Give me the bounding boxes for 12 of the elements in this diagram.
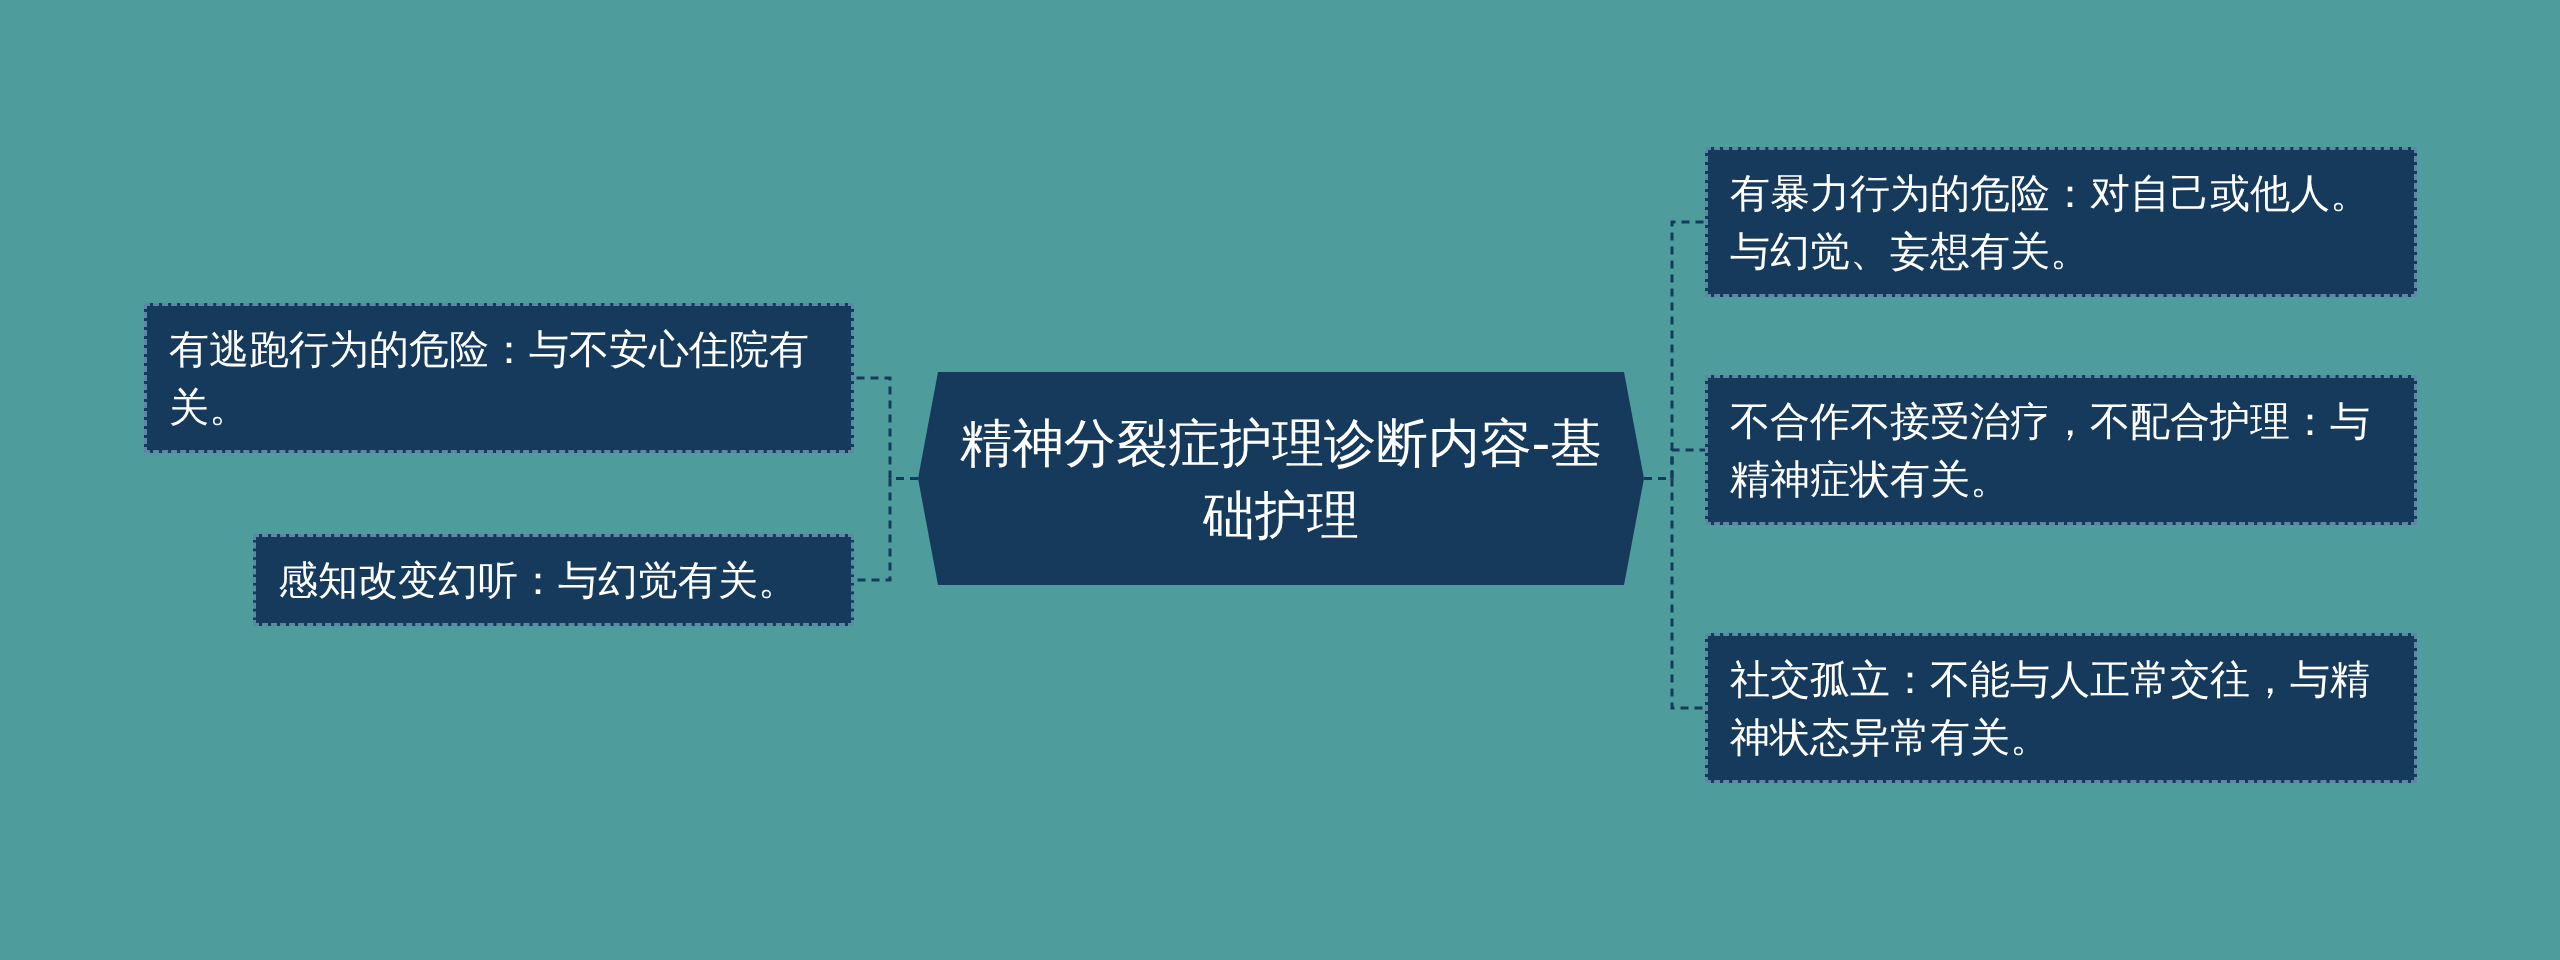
node-text: 有逃跑行为的危险：与不安心住院有关。 [169, 326, 809, 430]
subtopic-box [1705, 375, 2417, 525]
node-text: 感知改变幻听：与幻觉有关。 [278, 557, 798, 603]
connector-line [1644, 477, 1705, 710]
node-text: 社交孤立：不能与人正常交往，与精神状态异常有关。 [1730, 656, 2370, 760]
node-text: 不合作不接受治疗，不配合护理：与精神症状有关。 [1730, 398, 2370, 502]
subtopic-box [1705, 147, 2417, 297]
subtopic-box [253, 534, 854, 626]
node-text: 精神分裂症护理诊断内容-基础护理 [958, 411, 1604, 547]
subtopic-box [1705, 633, 2417, 783]
subtopic-box [144, 303, 854, 453]
node-text: 有暴力行为的危险：对自己或他人。与幻觉、妄想有关。 [1730, 170, 2370, 274]
